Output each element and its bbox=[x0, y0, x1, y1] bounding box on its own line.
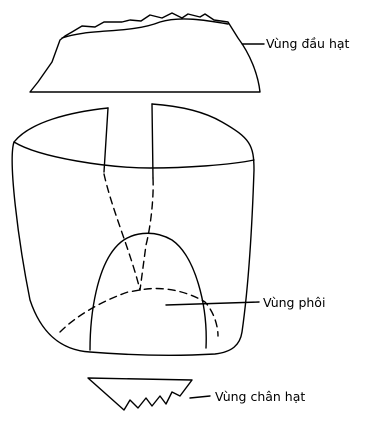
seed-body bbox=[12, 104, 254, 355]
embryo-label: Vùng phôi bbox=[263, 295, 325, 310]
tip-outline bbox=[88, 378, 192, 410]
embryo-outline bbox=[90, 233, 206, 350]
body-rim-back bbox=[14, 142, 254, 168]
body-outer-outline bbox=[12, 104, 254, 355]
tip-label: Vùng chân hạt bbox=[215, 389, 305, 404]
embryo-hidden-ridge bbox=[60, 289, 218, 337]
crown-outline bbox=[30, 13, 260, 92]
crown-region bbox=[30, 13, 264, 92]
crown-inner-cut-line bbox=[62, 19, 228, 38]
wedge-right-edge bbox=[152, 104, 153, 178]
crown-label: Vùng đầu hạt bbox=[266, 36, 349, 51]
tip-leader-line bbox=[190, 396, 210, 398]
tip-region bbox=[88, 378, 210, 410]
wedge-left-edge bbox=[104, 108, 108, 172]
embryo-region bbox=[60, 174, 259, 350]
wedge-hidden-left bbox=[104, 174, 140, 290]
